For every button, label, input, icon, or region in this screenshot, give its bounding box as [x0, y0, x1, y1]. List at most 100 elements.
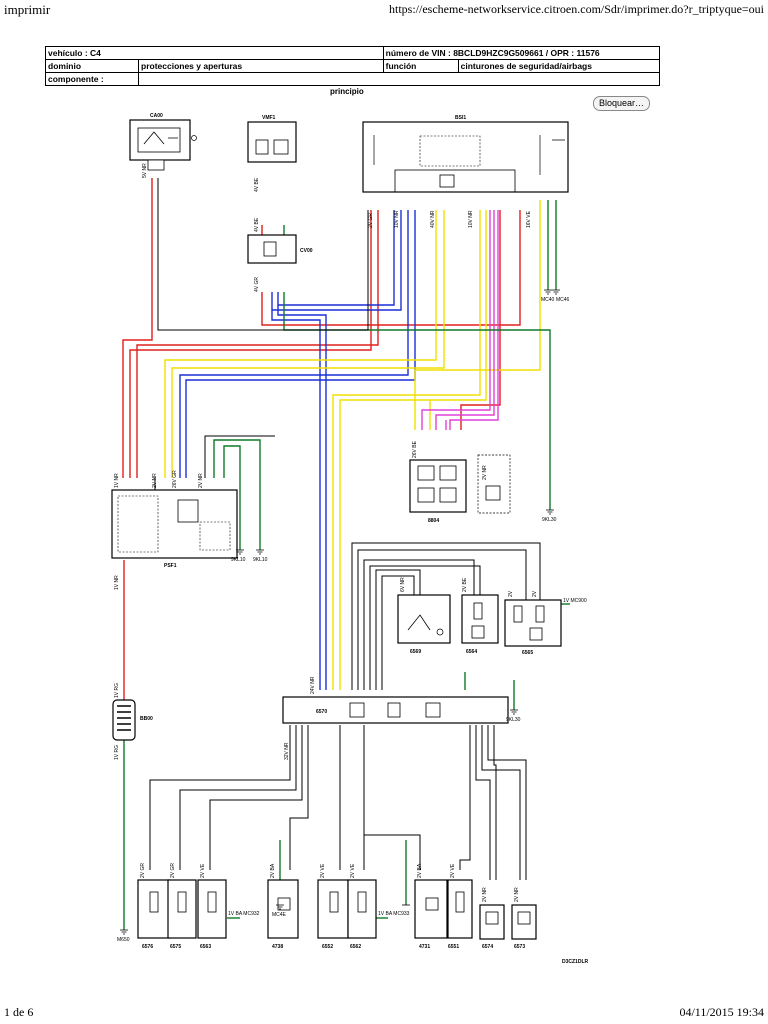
wire-group-blue	[179, 210, 416, 690]
wire-group-yellow	[164, 200, 541, 690]
6563-name: 6563	[200, 944, 211, 950]
8804-name: 8804	[428, 518, 439, 524]
6562-label: 2V VE	[350, 863, 356, 878]
diagram-code: D3CZ1DLR	[562, 959, 589, 965]
browser-footer-datetime: 04/11/2015 19:34	[679, 1005, 764, 1019]
wire-magenta-2	[435, 210, 495, 430]
4731-name: 4731	[419, 944, 430, 950]
wire-black-20	[487, 725, 527, 880]
component-6575: 6575 2V GR	[167, 863, 197, 950]
component-ca00: CA00 5V NR	[129, 113, 197, 178]
6565-label-b: 2V	[532, 590, 538, 597]
ground-mc40: MC40	[541, 297, 555, 303]
wire-mc900-label: 1V MC900	[563, 598, 587, 604]
wire-blue-3	[179, 210, 409, 478]
wire-yellow-3	[332, 210, 481, 690]
wire-magenta-3	[449, 210, 499, 430]
6551-name: 6551	[448, 944, 459, 950]
wire-black-9	[381, 575, 415, 690]
component-psf1: PSF1 1V NR 2V NR 26V GR 2V NR 1V NR	[111, 470, 238, 590]
component-8804: 8804 26V BE 2V NR	[409, 440, 511, 524]
6575-label: 2V GR	[170, 863, 176, 878]
component-6564: 6564 2V BE	[461, 577, 499, 655]
component-label-cell: componente :	[45, 72, 139, 86]
cv00-name: CV00	[300, 248, 313, 254]
component-6551: 6551 2V VE	[447, 863, 473, 950]
vmf1-name: VMF1	[262, 115, 276, 121]
mc932-label: 1V BA MC932	[228, 911, 260, 917]
ground-symbols	[120, 289, 560, 935]
lock-button[interactable]: Bloquear…	[593, 96, 651, 111]
browser-header-title: imprimir	[4, 2, 51, 17]
psf1-label-c: 26V GR	[172, 470, 178, 488]
6574-name: 6574	[482, 944, 493, 950]
bb00-name: BB00	[140, 716, 153, 722]
wire-yellow-1	[164, 210, 437, 478]
wire-black-16	[364, 834, 421, 870]
browser-footer-page: 1 de 6	[4, 1005, 34, 1019]
6569-name: 6569	[410, 649, 421, 655]
bsi1-label-d: 10V NR	[468, 210, 474, 228]
component-6552: 6552 2V VE	[317, 863, 349, 950]
component-6565: 6565 2V 2V	[504, 590, 562, 656]
wire-black-3	[204, 435, 275, 478]
bsi1-name: BSI1	[455, 115, 466, 121]
ground-mc46: MC46	[556, 297, 570, 303]
6551-label: 2V VE	[450, 863, 456, 878]
wire-magenta-1	[421, 210, 491, 430]
bsi1-label-e: 16V VE	[526, 210, 532, 228]
ca00-connector-label: 5V NR	[142, 163, 148, 178]
cv00-top-label: 4V BE	[254, 217, 260, 232]
component-vmf1: VMF1 4V BE	[247, 115, 297, 192]
cv00-bottom-label: 4V GR	[254, 277, 260, 292]
wire-black-11	[179, 725, 297, 870]
component-6569: 6569 6V NR	[397, 577, 451, 655]
wire-black-10	[149, 725, 291, 870]
6570-bottom-label: 32V NR	[284, 742, 290, 760]
component-6562: 6562 2V VE 1V BA MC933	[347, 863, 410, 950]
wire-group-black	[149, 178, 541, 880]
browser-header-url[interactable]: https://escheme-networkservice.citroen.c…	[389, 2, 764, 16]
component-cv00: CV00 4V BE 4V GR	[247, 217, 313, 292]
wire-black-4	[351, 542, 541, 690]
wire-green-7	[223, 445, 241, 550]
4738-label: 2V BA	[270, 863, 276, 878]
wire-blue-6	[277, 305, 327, 690]
wire-black-15	[289, 725, 309, 870]
psf1-name: PSF1	[164, 563, 177, 569]
6564-name: 6564	[466, 649, 477, 655]
wire-blue-1	[271, 210, 402, 311]
ground-bottom-left: M650	[117, 937, 130, 943]
wire-group-magenta	[421, 210, 499, 430]
component-6574: 6574 2V NR	[479, 887, 505, 950]
6570-top-label: 24V NR	[310, 676, 316, 694]
wire-green-4	[283, 292, 551, 510]
wire-black-18	[475, 725, 491, 880]
wire-red-3	[136, 210, 379, 478]
6573-name: 6573	[514, 944, 525, 950]
component-4731: 4731 2V BA	[414, 863, 448, 950]
4738-name: 4738	[272, 944, 283, 950]
6565-name: 6565	[522, 650, 533, 656]
6552-label: 2V VE	[320, 863, 326, 878]
psf1-label-a: 1V NR	[114, 473, 120, 488]
wire-black-21	[493, 725, 497, 880]
bb00-top-label: 1V RG	[114, 683, 120, 698]
ground-mc30b: 9KL30	[506, 717, 521, 723]
psf1-label-b: 2V NR	[152, 473, 158, 488]
wire-green-6	[213, 439, 261, 550]
wire-red-1	[122, 178, 153, 478]
6565-label-a: 2V	[508, 590, 514, 597]
info-table: vehículo : C4 número de VIN : 8BCLD9HZC9…	[45, 46, 661, 86]
component-value-cell	[138, 72, 660, 86]
component-6573: 6573 2V NR	[511, 887, 537, 950]
component-6563: 6563 2V VE 1V BA MC932	[197, 863, 260, 950]
mc933-label: 1V BA MC933	[378, 911, 410, 917]
6562-name: 6562	[350, 944, 361, 950]
psf1-label-d: 2V NR	[198, 473, 204, 488]
8804-label: 26V BE	[412, 440, 418, 458]
bb00-bottom-label: 1V RG	[114, 745, 120, 760]
bsi1-label-a: 2V GR	[368, 213, 374, 228]
component-bsi1: BSI1 2V GR 10V NR 40V NR 10V NR 16V VE	[362, 115, 569, 228]
